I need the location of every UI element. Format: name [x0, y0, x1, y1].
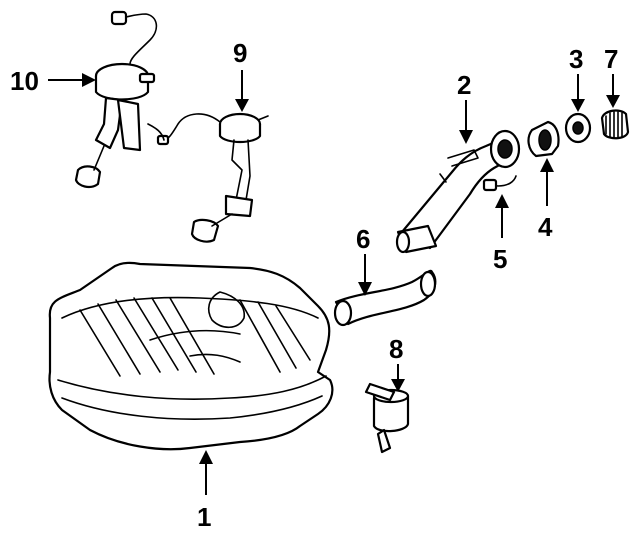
ring-part-3[interactable]	[564, 112, 592, 144]
leader-8	[391, 364, 405, 392]
fuel-filter-part-8[interactable]	[364, 382, 410, 454]
leader-9	[235, 70, 249, 112]
callout-5: 5	[493, 244, 507, 274]
callout-2: 2	[457, 70, 471, 100]
callout-10: 10	[10, 66, 39, 96]
callout-7: 7	[604, 44, 618, 74]
callout-9: 9	[233, 38, 247, 68]
leader-10	[48, 73, 96, 87]
leader-7	[606, 74, 620, 108]
callout-4: 4	[538, 212, 553, 242]
leader-5	[495, 194, 509, 238]
leader-6	[358, 254, 372, 296]
clip-part-5[interactable]	[482, 175, 517, 192]
sending-unit-part-9[interactable]	[156, 112, 269, 243]
hose-part-6[interactable]	[333, 269, 437, 327]
callout-3: 3	[569, 44, 583, 74]
callout-6: 6	[356, 224, 370, 254]
adapter-part-4[interactable]	[527, 120, 560, 158]
fuel-tank-part-1[interactable]	[48, 261, 334, 451]
fuel-pump-part-10[interactable]	[74, 10, 165, 189]
leader-4	[540, 158, 554, 206]
filler-neck-part-2[interactable]	[395, 129, 521, 254]
fuel-cap-part-7[interactable]	[600, 109, 630, 140]
leader-1	[199, 450, 213, 495]
leader-2	[459, 100, 473, 144]
callout-1: 1	[197, 502, 211, 532]
leader-3	[571, 74, 585, 112]
callout-8: 8	[389, 334, 403, 364]
